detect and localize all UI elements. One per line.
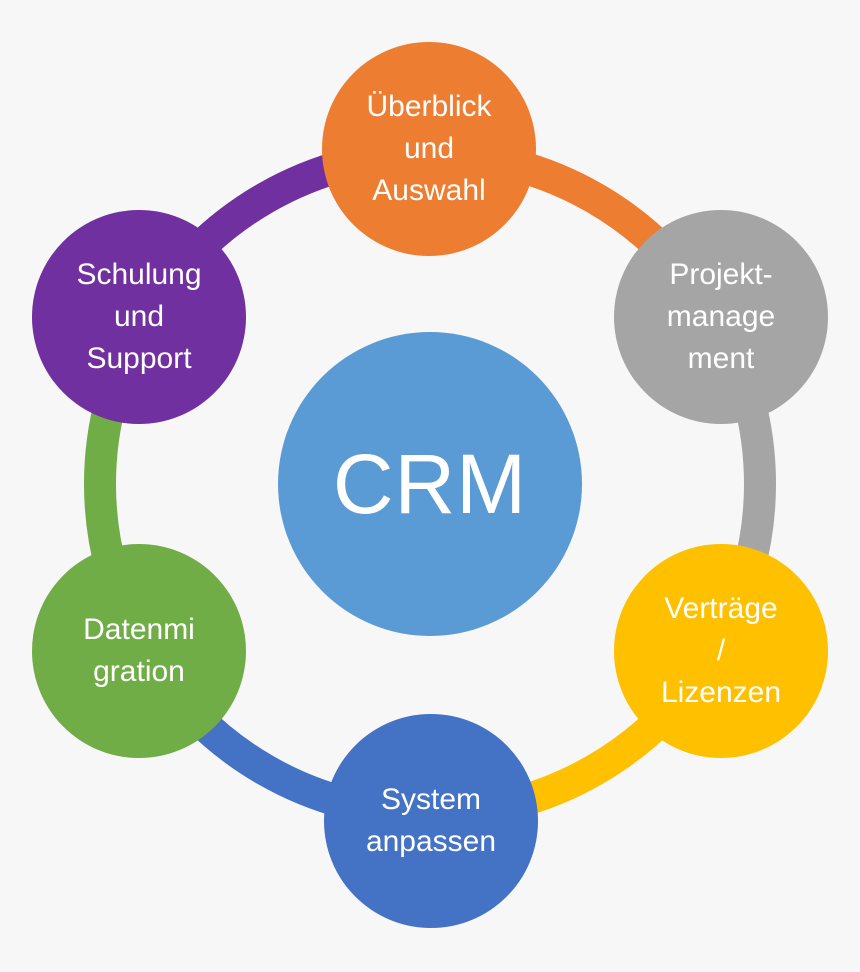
center-node-crm: CRM bbox=[278, 332, 582, 636]
cycle-node-label: System anpassen bbox=[365, 783, 497, 858]
cycle-node-datenmigration: Datenmi gration bbox=[32, 544, 246, 758]
cycle-node-label: Verträge / Lizenzen bbox=[660, 592, 782, 709]
cycle-node-system-anpassen: System anpassen bbox=[324, 714, 538, 928]
cycle-node-label: Datenmi gration bbox=[83, 613, 195, 688]
cycle-node-schulung-und-support: Schulung und Support bbox=[32, 210, 246, 424]
cycle-node-vertraege-lizenzen: Verträge / Lizenzen bbox=[614, 544, 828, 758]
center-label: CRM bbox=[332, 437, 528, 531]
cycle-node-label: Überblick und Auswahl bbox=[366, 90, 492, 207]
cycle-node-ueberblick-und-auswahl: Überblick und Auswahl bbox=[322, 42, 536, 256]
cycle-node-projektmanagement: Projekt- manage ment bbox=[614, 210, 828, 424]
cycle-node-label: Schulung und Support bbox=[76, 258, 202, 375]
cycle-node-label: Projekt- manage ment bbox=[666, 258, 776, 375]
